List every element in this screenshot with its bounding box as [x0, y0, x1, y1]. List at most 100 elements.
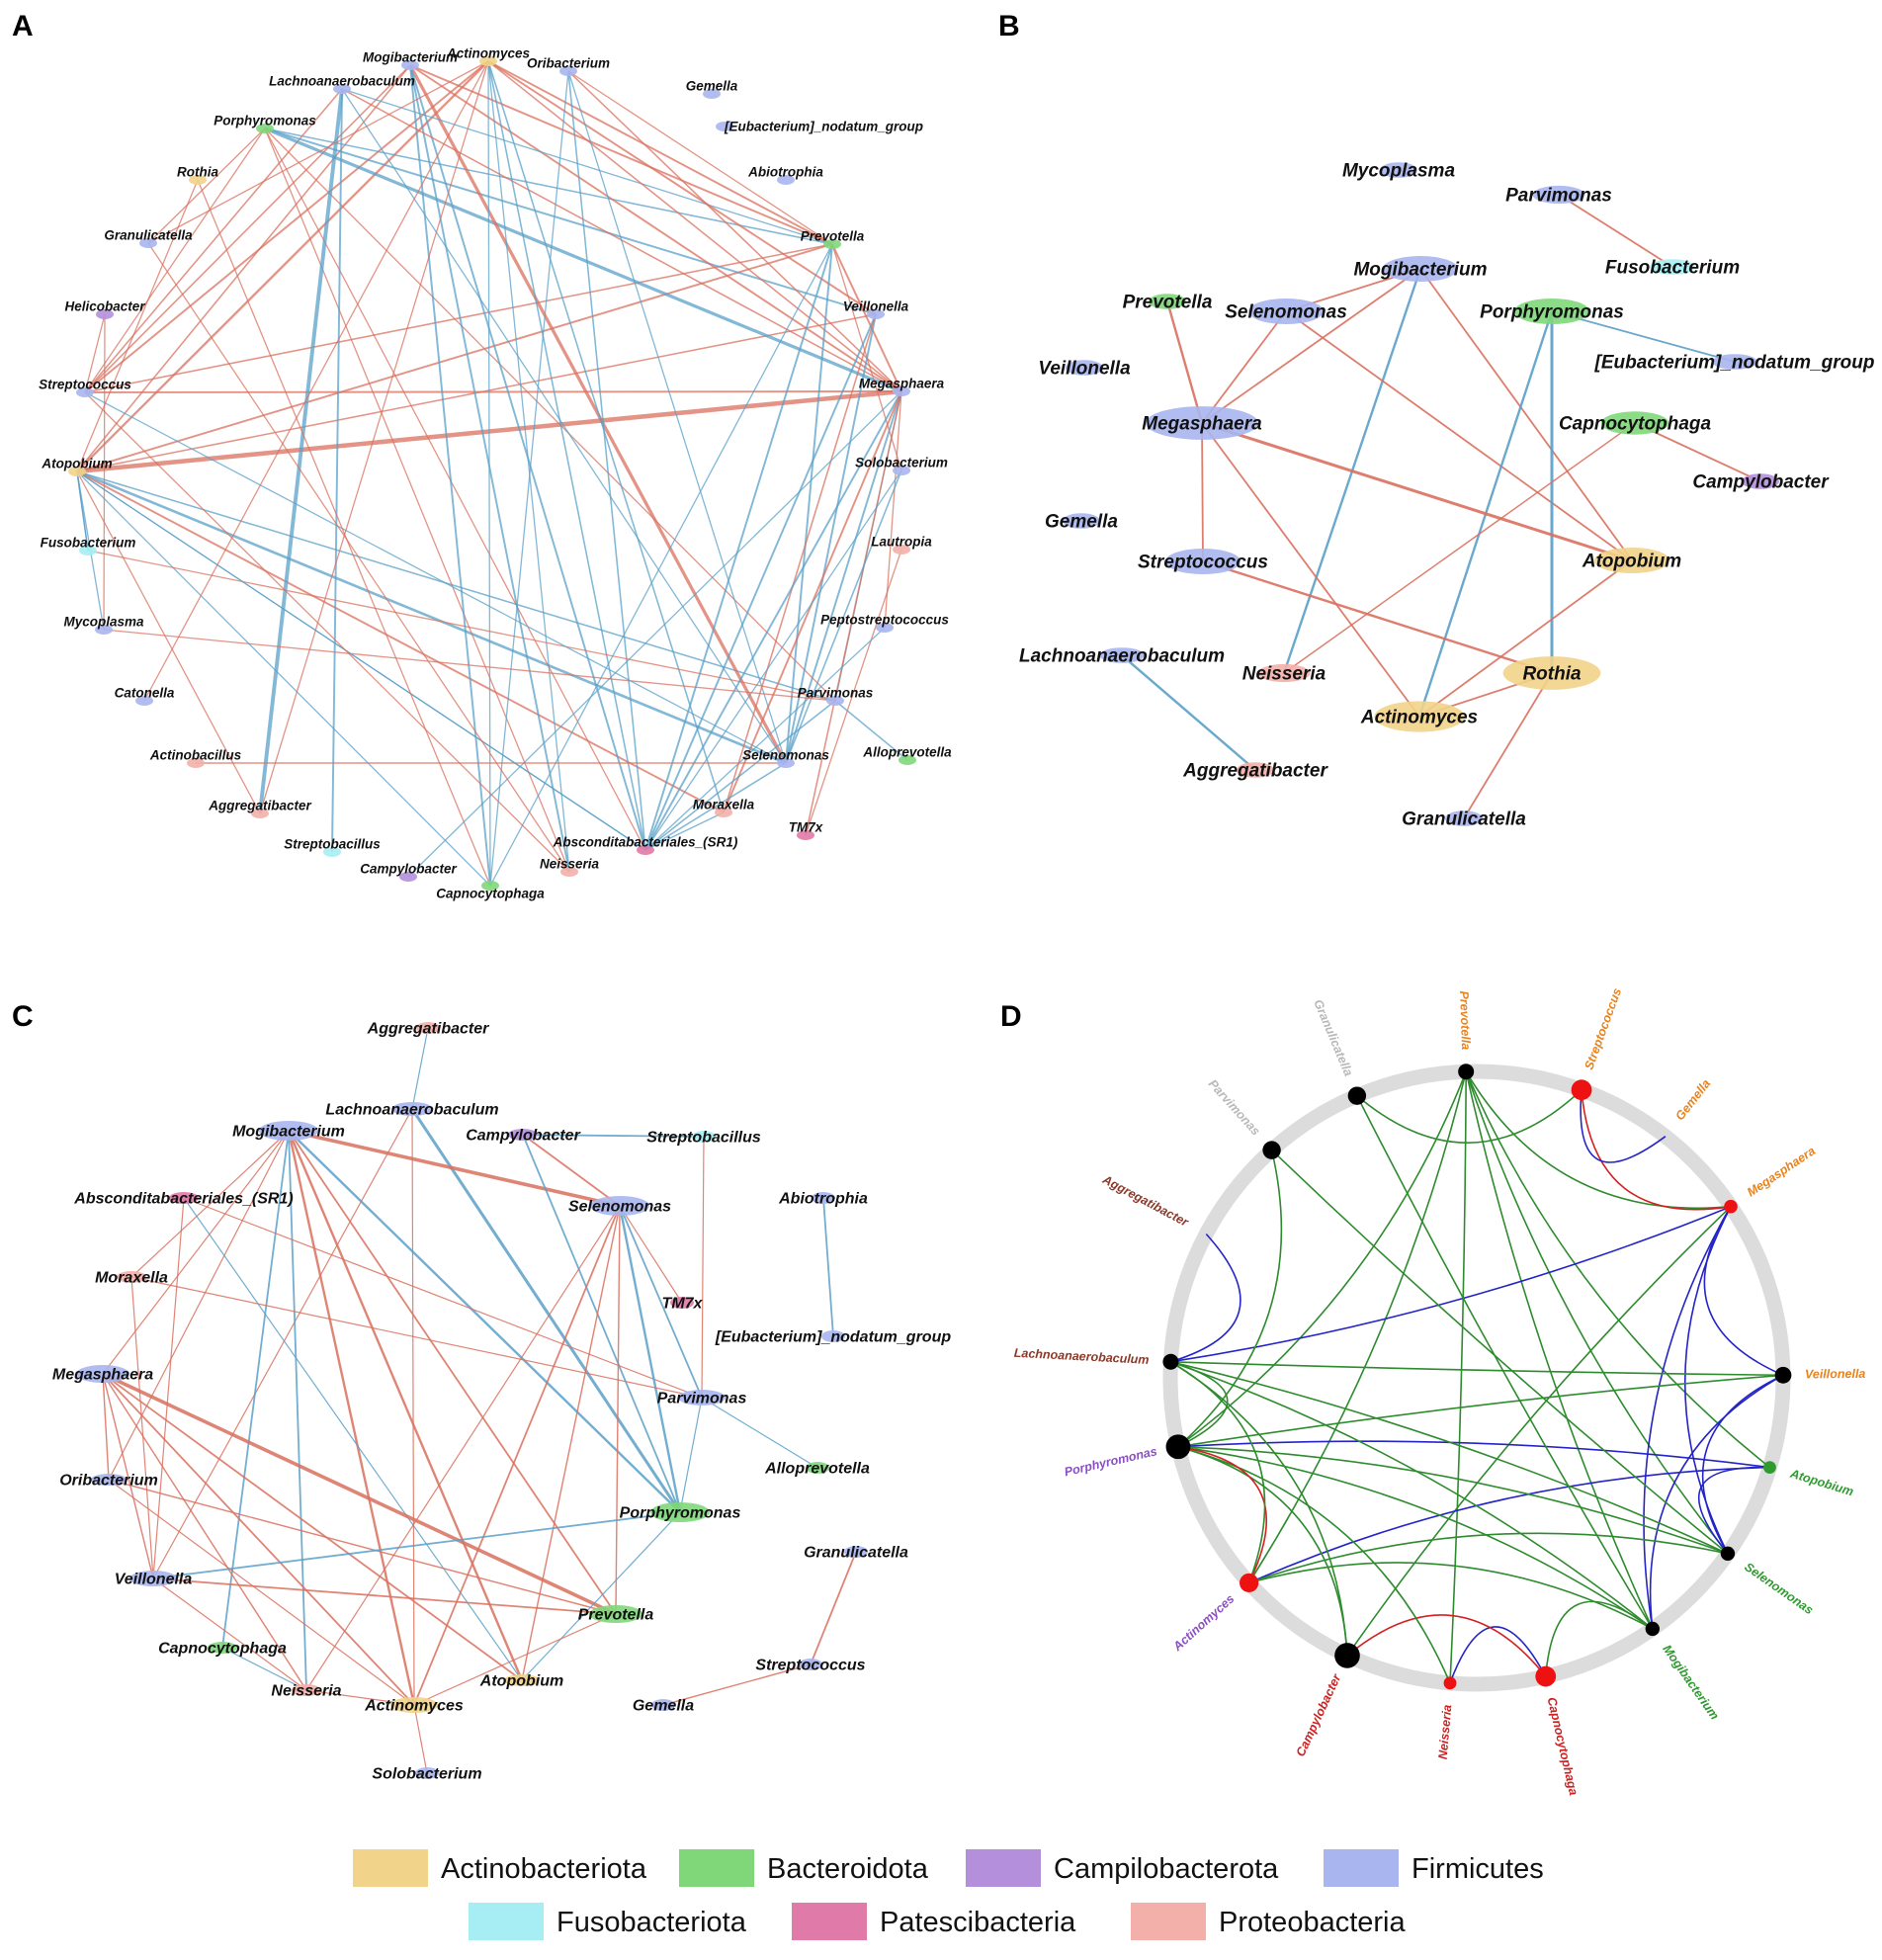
edge-campylobacter-streptobacillus: [522, 1134, 705, 1138]
node-label-lachnoanaerobaculum: Lachnoanaerobaculum: [1019, 646, 1225, 667]
node-streptobacillus: [323, 847, 341, 857]
node-label-rothia: Rothia: [177, 165, 218, 180]
node-porphyromonas: [256, 124, 274, 133]
node-label-lachnoanaerobaculum: Lachnoanaerobaculum: [325, 1102, 498, 1119]
chord-mogibacterium-actinomyces: [1248, 1562, 1654, 1630]
edge-mogibacterium-megasphaera: [1201, 268, 1421, 424]
chord-mogibacterium-porphyromonas: [1177, 1445, 1654, 1630]
node-capnocytophaga: [208, 1642, 237, 1654]
node-label-neisseria: Neisseria: [540, 857, 600, 872]
node-lautropia: [893, 545, 910, 554]
node-veillonella: [867, 309, 885, 319]
node-actinomyces: [479, 56, 497, 66]
chord-prevotella-mogibacterium: [1465, 1071, 1654, 1630]
legend-swatch-bacteroidota: [679, 1849, 754, 1887]
edge-mycoplasma-helicobacter: [103, 313, 106, 631]
node-aggregatibacter: [251, 809, 269, 818]
edge-streptococcus-prevotella: [84, 243, 833, 393]
edge-prevotella-selenomonas: [785, 243, 833, 764]
node-campylobacter: [399, 872, 417, 882]
node-label-capnocytophaga: Capnocytophaga: [1559, 414, 1712, 435]
node-label-parvimonas: Parvimonas: [1505, 186, 1612, 207]
edge-megasphaera-peptostreptococcus: [884, 390, 902, 629]
node-label-absconditabacteriales-sr1: Absconditabacteriales_(SR1): [553, 835, 738, 850]
legend-label-actinobacteriota: Actinobacteriota: [441, 1853, 647, 1885]
edge-prevotella-absconditabacteriales-sr1: [644, 243, 833, 851]
node-prevotella: [589, 1605, 642, 1623]
edge-oribacterium-megasphaera: [567, 70, 902, 392]
node-label-campylobacter: Campylobacter: [1692, 472, 1830, 493]
node-label-selenomonas: Selenomonas: [1225, 302, 1347, 323]
node-label-fusobacterium: Fusobacterium: [1605, 258, 1740, 279]
node-atopobium: [504, 1674, 540, 1686]
edge-absconditabacteriales-sr1-atopobium: [183, 1197, 523, 1681]
node-lachnoanaerobaculum: [391, 1102, 433, 1116]
edge-mogibacterium-megasphaera: [409, 64, 902, 392]
chord-node-selenomonas: [1720, 1546, 1736, 1562]
node-label-helicobacter: Helicobacter: [64, 299, 145, 314]
node-label-mycoplasma: Mycoplasma: [1342, 161, 1455, 182]
node-label-eubacterium-nodatum-group: [Eubacterium]_nodatum_group: [1594, 353, 1875, 374]
node-prevotella: [823, 239, 841, 249]
edge-megasphaera-oribacterium: [102, 1373, 110, 1481]
chord-prevotella-megasphaera: [1465, 1070, 1732, 1210]
edge-streptococcus-helicobacter: [84, 313, 106, 393]
edge-megasphaera-absconditabacteriales-sr1: [644, 390, 902, 851]
legend-label-fusobacteriota: Fusobacteriota: [556, 1907, 747, 1938]
node-label-catonella: Catonella: [115, 686, 175, 701]
edge-atopobium-veillonella: [76, 313, 877, 472]
edge-oribacterium-prevotella: [108, 1479, 617, 1615]
node-neisseria: [1257, 663, 1311, 683]
chord-label-capnocytophaga: Capnocytophaga: [1545, 1696, 1581, 1797]
node-label-tm7x: TM7x: [789, 820, 823, 835]
edge-atopobium-selenomonas: [76, 469, 787, 765]
edge-mogibacterium-actinomyces: [287, 1130, 416, 1706]
node-label-gemella: Gemella: [633, 1698, 694, 1715]
node-label-mogibacterium: Mogibacterium: [363, 50, 458, 65]
node-neisseria: [560, 867, 578, 877]
node-prevotella: [1149, 294, 1186, 309]
chord-capnocytophaga-campylobacter: [1346, 1614, 1547, 1677]
edge-porphyromonas-prevotella: [264, 128, 833, 245]
chord-veillonella-lachnoanaerobaculum: [1170, 1361, 1784, 1377]
edge-mogibacterium-porphyromonas: [288, 1130, 681, 1513]
edge-atopobium-prevotella: [76, 243, 833, 472]
node-label-aggregatibacter: Aggregatibacter: [1182, 761, 1328, 782]
node-label-alloprevotella: Alloprevotella: [764, 1461, 870, 1478]
node-label-campylobacter: Campylobacter: [360, 862, 457, 877]
edge-selenomonas-actinomyces: [413, 1205, 621, 1706]
edge-moraxella-absconditabacteriales-sr1: [644, 811, 725, 851]
node-label-aggregatibacter: Aggregatibacter: [208, 799, 311, 813]
edge-selenomonas-tm7x: [619, 1205, 683, 1304]
node-label-moraxella: Moraxella: [95, 1270, 168, 1287]
edge-lachnoanaerobaculum-veillonella: [152, 1108, 413, 1579]
edge-prevotella-capnocytophaga: [489, 243, 833, 887]
edge-veillonella-selenomonas: [785, 313, 877, 764]
chord-actinomyces-porphyromonas: [1177, 1445, 1268, 1583]
chord-streptococcus-gemella: [1580, 1089, 1667, 1163]
node-alloprevotella: [898, 755, 916, 765]
edge-parvimonas-alloprevotella: [834, 700, 908, 761]
edge-actinomyces-absconditabacteriales-sr1: [487, 60, 646, 851]
edge-selenomonas-porphyromonas: [618, 1205, 682, 1513]
node-alloprevotella: [806, 1462, 829, 1474]
edge-moraxella-parvimonas: [130, 1276, 703, 1399]
legend-label-bacteroidota: Bacteroidota: [767, 1853, 929, 1885]
node-label-streptobacillus: Streptobacillus: [284, 837, 381, 852]
edge-oribacterium-selenomonas: [567, 70, 787, 764]
node-label-parvimonas: Parvimonas: [657, 1391, 747, 1407]
node-streptococcus: [799, 1659, 822, 1670]
node-atopobium: [1594, 548, 1669, 573]
node-label-campylobacter: Campylobacter: [466, 1128, 580, 1145]
edge-lachnoanaerobaculum-streptobacillus: [331, 88, 343, 853]
node-selenomonas: [1248, 298, 1324, 324]
edge-actinomyces-solobacterium: [413, 1704, 428, 1774]
chord-node-megasphaera: [1724, 1199, 1738, 1214]
node-label-actinomyces: Actinomyces: [364, 1698, 464, 1715]
chord-node-porphyromonas: [1165, 1434, 1191, 1460]
edge-porphyromonas-parvimonas: [264, 128, 836, 702]
edge-selenomonas-prevotella: [615, 1205, 621, 1615]
node-label-tm7x: TM7x: [662, 1296, 704, 1313]
node-label-prevotella: Prevotella: [801, 229, 865, 244]
